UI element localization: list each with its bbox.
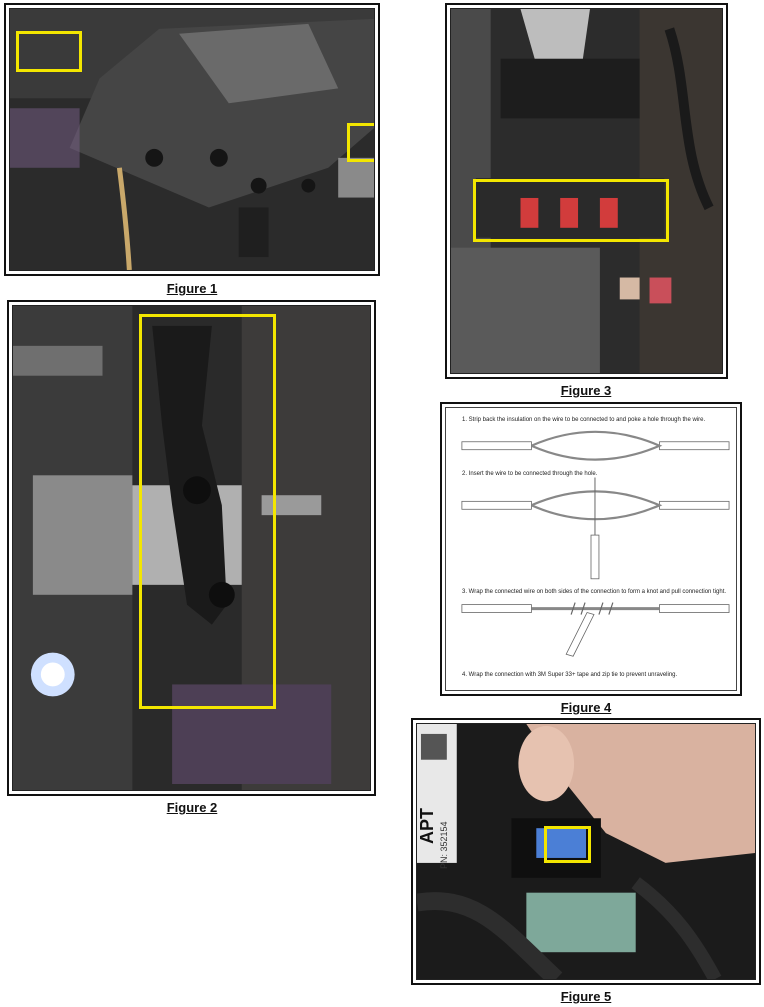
apt-label-brand: APT <box>417 808 437 844</box>
splice-diagram <box>461 430 730 657</box>
figure-2-image <box>12 305 371 791</box>
figure-5-image: APT PN: 352154 <box>416 723 756 980</box>
figure-1-image <box>9 8 375 271</box>
figure-5-caption: Figure 5 <box>560 989 612 1004</box>
figure-1-caption: Figure 1 <box>166 281 218 296</box>
highlight-box <box>16 31 82 72</box>
step-3-text: 3. Wrap the connected wire on both sides… <box>462 589 727 595</box>
figure-2-caption: Figure 2 <box>166 800 218 815</box>
figure-3-image <box>450 8 723 374</box>
figure-4-caption: Figure 4 <box>560 700 612 715</box>
splice-steps: 1. Strip back the insulation on the wire… <box>446 408 736 690</box>
step-4-text: 4. Wrap the connection with 3M Super 33+… <box>462 672 678 678</box>
highlight-box <box>544 826 591 863</box>
figure-5-photo: APT PN: 352154 <box>411 718 761 985</box>
steering-column-photo <box>13 306 370 790</box>
apt-label-part: PN: 352154 <box>439 821 449 869</box>
figure-3-photo <box>445 3 728 379</box>
figure-2-photo <box>7 300 376 796</box>
highlight-box <box>473 179 669 242</box>
figure-4-diagram: 1. Strip back the insulation on the wire… <box>440 402 742 696</box>
connector-in-hand-photo <box>417 724 755 979</box>
figure-3-caption: Figure 3 <box>560 383 612 398</box>
highlight-box <box>347 123 374 162</box>
step-2-text: 2. Insert the wire to be connected throu… <box>462 471 598 477</box>
step-1-text: 1. Strip back the insulation on the wire… <box>462 417 706 423</box>
connector-module-photo <box>451 9 722 373</box>
highlight-box <box>139 314 276 709</box>
under-dash-photo <box>10 9 374 270</box>
figure-4-image: 1. Strip back the insulation on the wire… <box>445 407 737 691</box>
figure-1-photo <box>4 3 380 276</box>
